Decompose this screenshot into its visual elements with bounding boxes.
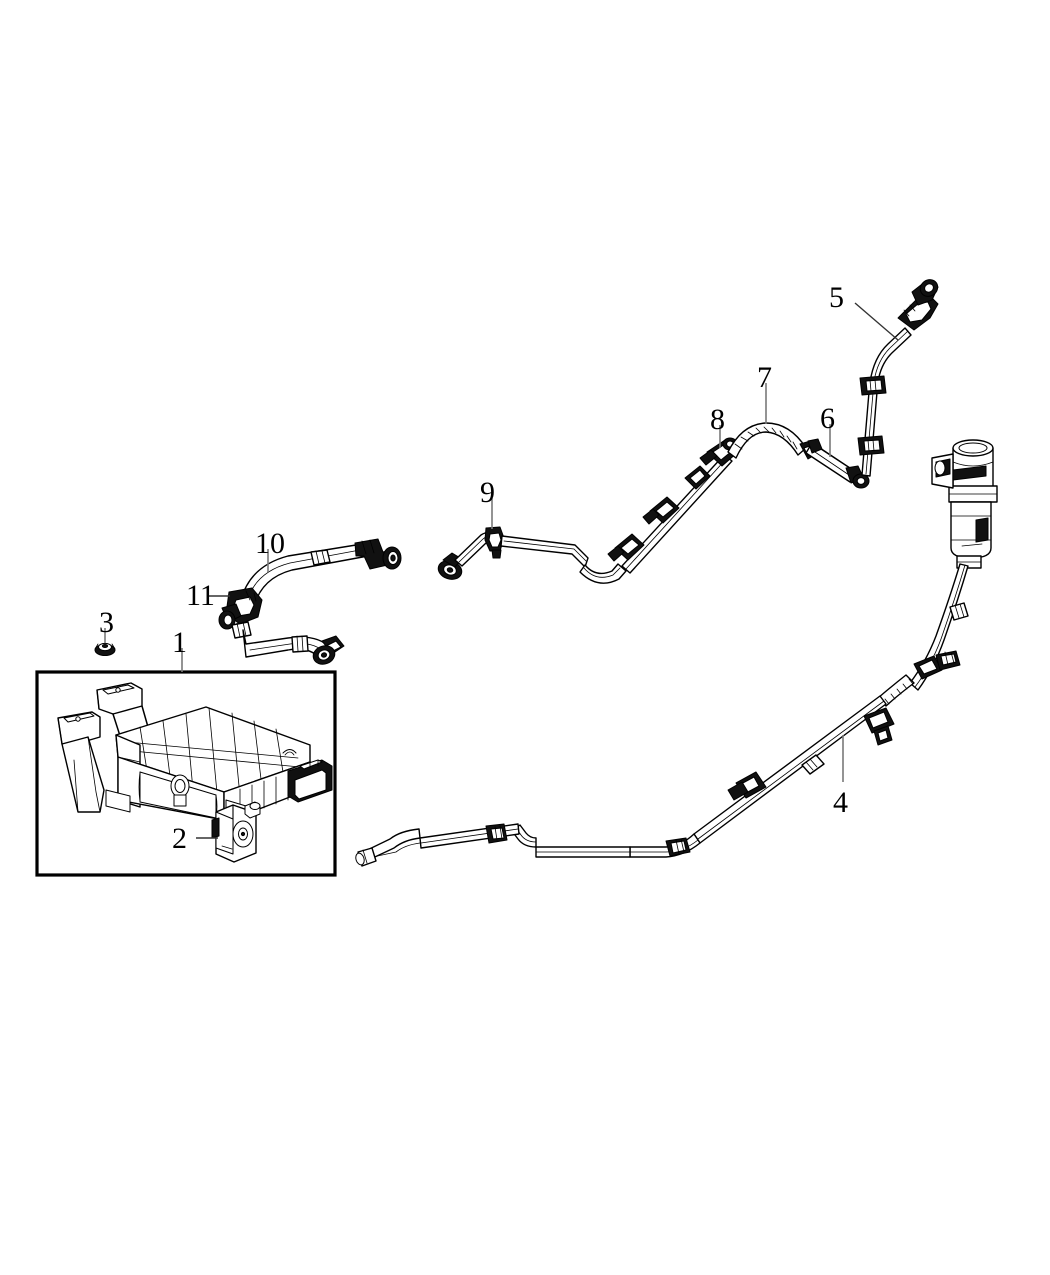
callout-number-7: 7 [757,361,772,394]
y-hose-assembly [218,538,402,665]
callout-number-3: 3 [99,606,114,639]
purge-solenoid-sensor [211,801,261,863]
callout-number-10: 10 [255,527,285,560]
filler-tube-clip-lower [857,435,885,456]
mounting-nut [94,642,116,656]
fuel-filler-valve [931,439,998,569]
vapor-line-connector-hose [805,438,870,489]
callout-number-5: 5 [829,281,844,314]
leader-lines [104,302,899,839]
rear-line-clip-bend [665,837,691,857]
callout-number-2: 2 [172,822,187,855]
quick-connect-line-left-end [437,552,463,580]
rear-line-clip-left [485,823,508,844]
callout-number-8: 8 [710,403,725,436]
hose-tee-connector [218,587,263,630]
vapor-line-clip-b [642,496,680,525]
callout-number-9: 9 [480,476,495,509]
vapor-canister-assembly-box [35,670,337,877]
rear-line-clip-low [727,771,767,801]
leader-5 [854,302,899,341]
callout-number-6: 6 [820,402,835,435]
rear-vapor-line [355,563,969,867]
vapor-line-bracket-clip [484,526,505,559]
callout-number-11: 11 [186,579,215,612]
callout-number-1: 1 [172,626,187,659]
rear-line-clip-upper [913,650,961,680]
vapor-line-clip-c [684,465,711,490]
rear-line-clip-mid [863,707,895,746]
vapor-line-clip-a [607,533,645,562]
filler-tube-clip-upper [859,375,887,396]
vapor-canister [57,682,333,821]
upper-filler-tube [857,279,939,477]
quick-connect-upper [354,538,402,570]
callout-number-4: 4 [833,786,848,819]
quick-connect-lower [312,635,345,665]
filler-quick-connect [897,279,939,331]
